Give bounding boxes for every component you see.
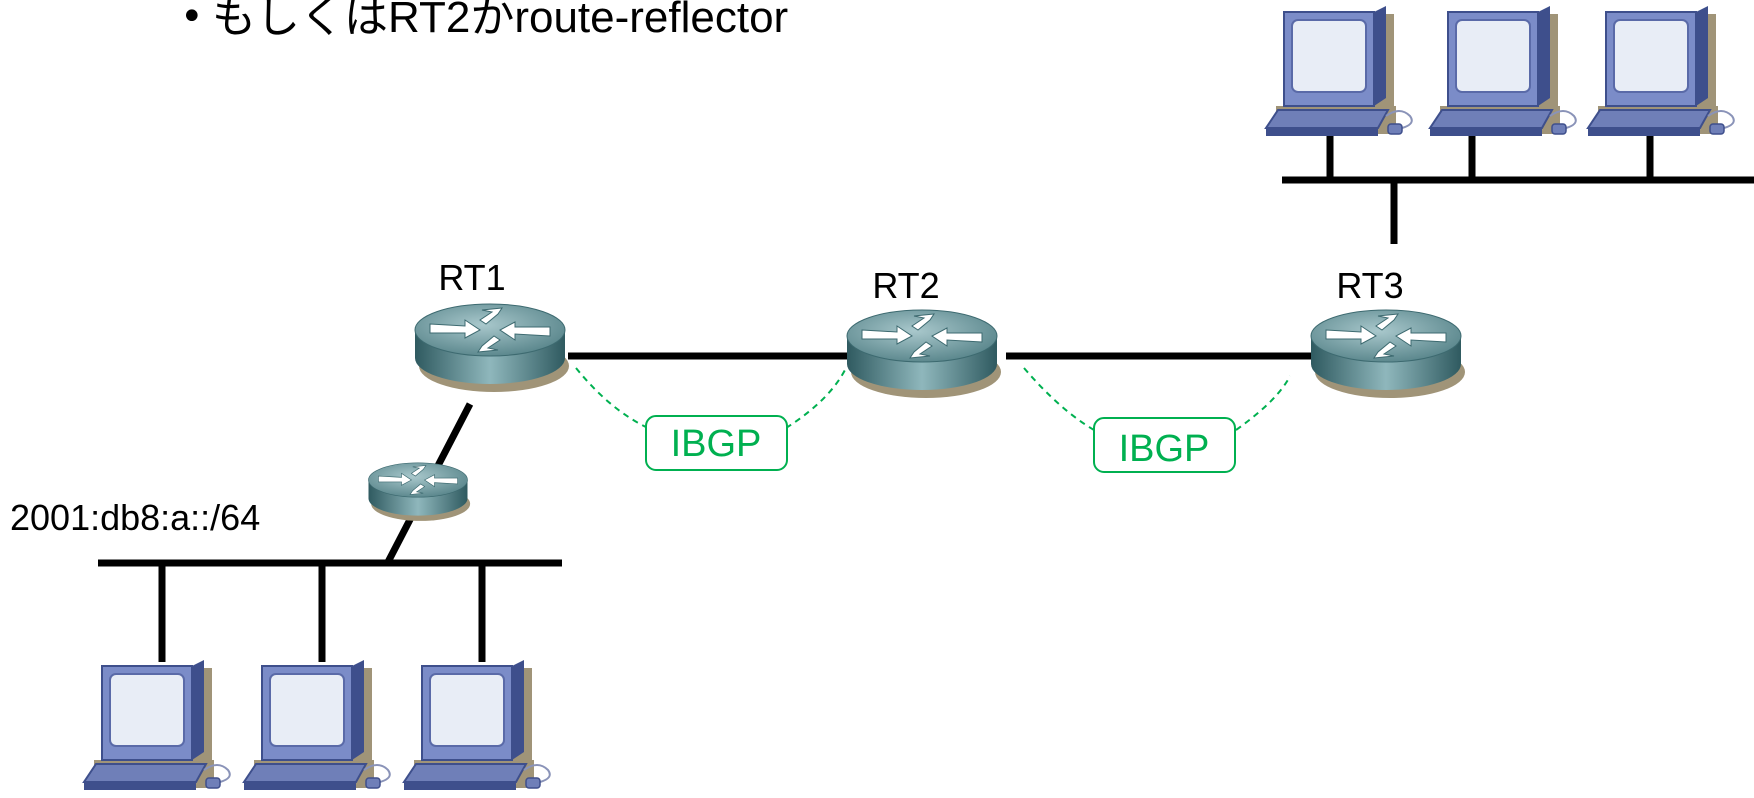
ibgp-session-arc [1023,367,1095,431]
router-icon [414,303,570,393]
computer-icon [83,659,231,791]
router-label-rt3: RT3 [1336,265,1403,306]
ibgp-session-arc [785,367,847,429]
computer-icon [1587,5,1735,137]
subnet-label: 2001:db8:a::/64 [10,497,260,538]
computer-icon [1429,5,1577,137]
bullet-text: もしくはRT2かroute-reflector [212,0,788,42]
router-edge [368,462,471,522]
svg-text:IBGP: IBGP [671,423,762,465]
bullet-marker: • [180,0,204,40]
router-label-rt2: RT2 [872,265,939,306]
router-icon [368,462,471,522]
ibgp-session-arc [575,367,649,429]
ibgp-badge: IBGP [645,415,788,471]
ibgp-session-arc [1235,375,1291,431]
computer-icon [403,659,551,791]
computer-icon [1265,5,1413,137]
svg-text:IBGP: IBGP [1119,428,1210,470]
lan-bottom-left: 2001:db8:a::/64 [10,497,562,791]
lan-top-right [1265,5,1754,244]
router-rt1: RT1 [414,257,570,393]
ibgp-badge: IBGP [1093,417,1236,473]
router-rt2: RT2 [846,265,1002,399]
computer-icon [243,659,391,791]
router-rt3: RT3 [1310,265,1466,399]
router-icon [1310,309,1466,399]
router-label-rt1: RT1 [438,257,505,298]
router-icon [846,309,1002,399]
